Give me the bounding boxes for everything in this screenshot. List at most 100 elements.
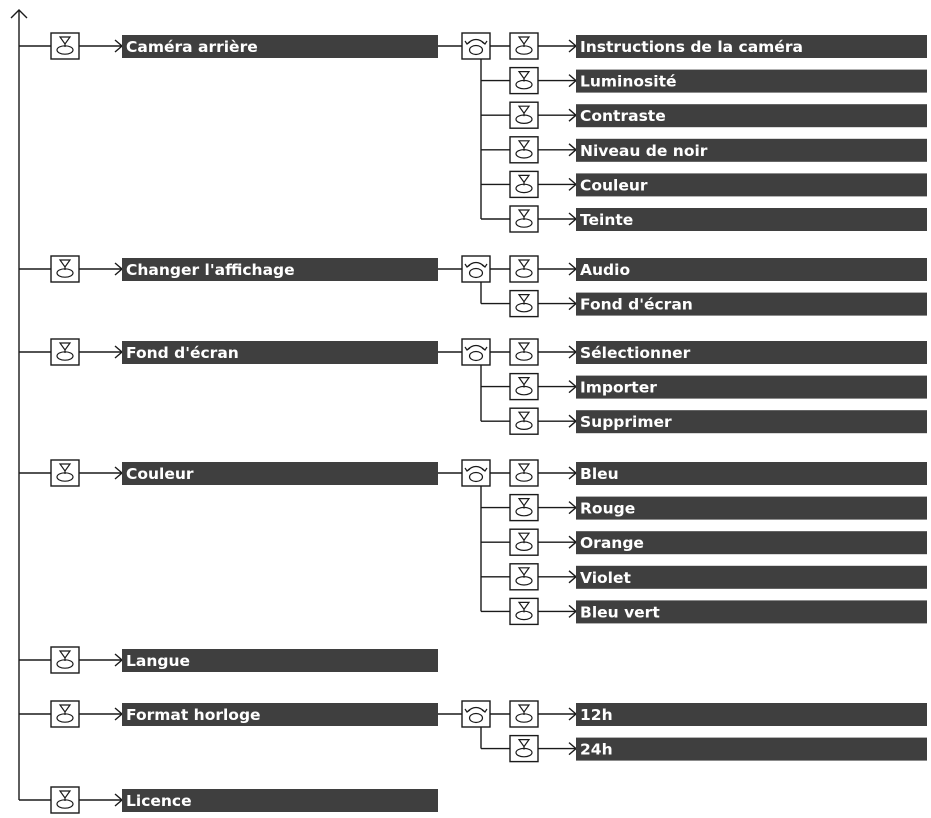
submenu-item: Luminosité — [576, 69, 927, 93]
icon-frame — [461, 32, 491, 60]
rotate-arrow-left — [464, 467, 471, 472]
menu-item-label: Licence — [126, 792, 192, 810]
rotate-arrow-right — [481, 40, 488, 45]
knob-base — [468, 267, 484, 279]
press-arrow — [517, 294, 531, 303]
submenu-item: Rouge — [576, 496, 927, 520]
press-knob-icon — [509, 493, 539, 522]
submenu-item: Bleu — [576, 462, 927, 485]
submenu-item-label: Orange — [580, 534, 644, 552]
rotate-arrow-right — [481, 346, 488, 351]
press-knob-icon — [509, 459, 539, 487]
menu-item: Format horloge — [122, 703, 438, 726]
press-arrow — [517, 259, 531, 269]
press-knob-icon — [50, 32, 80, 60]
submenu-item-label: Niveau de noir — [580, 142, 708, 160]
submenu-item: Bleu vert — [576, 600, 927, 624]
submenu-item-bar — [576, 703, 927, 726]
submenu-item-bar — [576, 138, 927, 162]
menu-item-label: Couleur — [126, 465, 194, 483]
submenu-item: Violet — [576, 565, 927, 589]
submenu-item: Supprimer — [576, 410, 927, 434]
press-knob-icon — [509, 289, 539, 318]
press-arrow — [517, 738, 531, 748]
press-arrow — [58, 342, 72, 352]
submenu-item: Niveau de noir — [576, 138, 927, 162]
press-arrow — [58, 790, 72, 800]
rotate-arrow-left — [464, 263, 471, 268]
press-knob-icon — [509, 66, 539, 95]
menu-item: Langue — [122, 649, 438, 672]
press-knob-icon — [509, 136, 539, 164]
submenu-item-label: Contraste — [580, 107, 666, 125]
press-arrow — [517, 36, 531, 46]
submenu-item: 12h — [576, 703, 927, 726]
submenu-item-bar — [576, 258, 927, 281]
submenu-item-label: Sélectionner — [580, 344, 691, 362]
press-arrow — [517, 140, 531, 149]
submenu-item-bar — [576, 173, 927, 197]
submenu-item-bar — [576, 35, 927, 58]
submenu-item-bar — [576, 292, 927, 316]
submenu-item-label: Couleur — [580, 176, 648, 194]
rotate-arrow-left — [464, 346, 471, 351]
press-knob-icon — [509, 32, 539, 60]
press-knob-icon — [50, 338, 80, 366]
submenu-item: Importer — [576, 375, 927, 399]
submenu-item-bar — [576, 69, 927, 93]
knob-base — [468, 350, 484, 362]
press-knob-icon — [509, 528, 539, 556]
menu-item-bar — [122, 462, 438, 485]
press-arrow — [517, 411, 531, 421]
trunk-arrow-head — [10, 9, 28, 19]
submenu-item: 24h — [576, 737, 927, 761]
press-knob-icon — [509, 734, 539, 763]
knob-base — [468, 471, 484, 483]
submenu-item-label: Instructions de la caméra — [580, 38, 803, 56]
rotate-knob-icon — [461, 700, 491, 728]
press-arrow — [58, 704, 72, 714]
menu-item: Fond d'écran — [122, 341, 438, 364]
knob-base — [468, 712, 484, 724]
submenu-item: Contraste — [576, 104, 927, 128]
submenu-item: Couleur — [576, 173, 927, 197]
connector-lines — [10, 9, 578, 807]
submenu-item-label: Supprimer — [580, 413, 672, 431]
press-knob-icon — [509, 205, 539, 233]
submenu-item-bar — [576, 341, 927, 364]
press-arrow — [58, 650, 72, 660]
menu-item: Changer l'affichage — [122, 258, 438, 281]
submenu-item-label: Rouge — [580, 500, 635, 518]
press-arrow — [517, 601, 531, 611]
rotate-arrow-left — [464, 40, 471, 45]
menu-item: Licence — [122, 789, 438, 812]
press-knob-icon — [50, 255, 80, 283]
menu-item: Caméra arrière — [122, 35, 438, 58]
press-arrow — [58, 463, 72, 473]
press-knob-icon — [50, 459, 80, 487]
rotate-knob-icon — [461, 32, 491, 60]
submenu-item-bar — [576, 565, 927, 589]
press-knob-icon — [509, 563, 539, 591]
menu-item-bar — [122, 341, 438, 364]
submenu-item-label: Bleu — [580, 465, 619, 483]
submenu-item: Audio — [576, 258, 927, 281]
submenu-item-label: Fond d'écran — [580, 296, 693, 314]
rotate-knob-icon — [461, 255, 491, 283]
press-knob-icon — [509, 407, 539, 435]
press-arrow — [58, 259, 72, 269]
submenu-item-label: Bleu vert — [580, 603, 660, 621]
press-arrow — [517, 342, 531, 352]
submenu-item-bar — [576, 104, 927, 128]
press-arrow — [517, 463, 531, 473]
menu-item-label: Langue — [126, 652, 190, 670]
submenu-item-bar — [576, 737, 927, 761]
menu-item-label: Changer l'affichage — [126, 261, 295, 279]
submenu-item-label: 12h — [580, 706, 613, 724]
submenu-item-bar — [576, 600, 927, 624]
submenu-item-label: 24h — [580, 741, 613, 759]
menu-item-bar — [122, 703, 438, 726]
press-knob-icon — [50, 786, 80, 814]
press-arrow — [58, 36, 72, 46]
